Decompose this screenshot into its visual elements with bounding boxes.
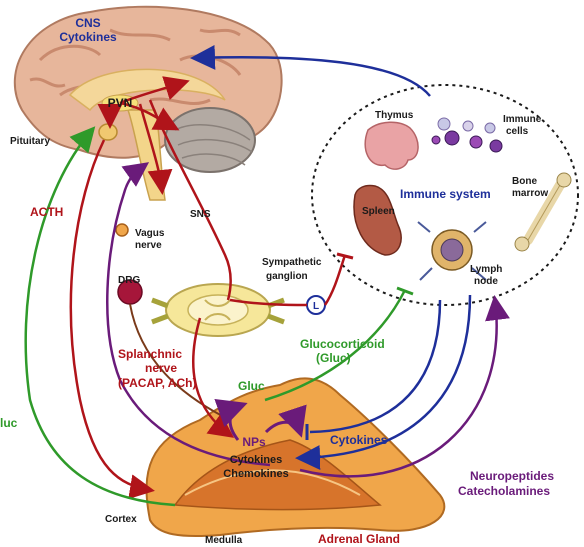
- sympathetic-label-1: Sympathetic: [262, 257, 322, 268]
- pvn-arrow-1: [119, 76, 190, 105]
- adrenal-gland: [145, 377, 446, 538]
- acth-label: ACTH: [30, 205, 63, 219]
- splanchnic-label-1: Splanchnic: [118, 347, 182, 361]
- cns-cytokines-label: Cytokines: [59, 30, 117, 44]
- cns-label: CNS: [75, 16, 100, 30]
- lymph-node-label-2: node: [474, 276, 498, 287]
- gluc-left-label: luc: [0, 416, 18, 430]
- splanchnic-label-2: nerve: [145, 361, 177, 375]
- bone-marrow-label-1: Bone: [512, 176, 537, 187]
- nps-label: NPs: [242, 435, 266, 449]
- nps-arrow-1: [214, 398, 248, 441]
- spinal-cord: [151, 283, 285, 337]
- immune-cells-label-1: Immune: [503, 114, 542, 125]
- gluc-adrenal-label: Gluc: [238, 379, 265, 393]
- catecholamines-label: Catecholamines: [458, 484, 550, 498]
- pvn-label: PVN: [108, 96, 133, 110]
- sns-label: SNS: [190, 209, 211, 220]
- pvn-arrow-2: [119, 101, 180, 131]
- adrenal-cytokines-label: Cytokines: [230, 454, 283, 466]
- gluc-to-immune-arrow: [264, 289, 407, 402]
- pvn-to-pituitary-arrow: [97, 103, 123, 129]
- drg-pathway: [129, 303, 231, 421]
- neuropeptides-arrow: [299, 295, 510, 478]
- immune-cells-icon: [431, 117, 503, 153]
- ganglion-to-immune: [323, 254, 347, 306]
- nps-arrow-2: [264, 404, 307, 438]
- acth-arrow: [69, 139, 155, 500]
- spleen-label: Spleen: [362, 206, 395, 217]
- sns-to-ganglion: [229, 298, 308, 307]
- cytokines-to-brain-arrow: [190, 44, 431, 97]
- vagus-nerve-arrow: [106, 162, 271, 467]
- thymus-label: Thymus: [375, 110, 414, 121]
- glucocorticoid-label-2: (Gluc): [316, 351, 351, 365]
- lymph-node-label-1: Lymph: [470, 264, 502, 275]
- drg-label: DRG: [118, 275, 140, 286]
- adrenal-gland-label: Adrenal Gland: [318, 532, 400, 546]
- bone-marrow-label-2: marrow: [512, 188, 548, 199]
- neuropeptides-label: Neuropeptides: [470, 469, 554, 483]
- vagus-label-2: nerve: [135, 240, 162, 251]
- cytokines-to-adrenal-inhibit: [309, 299, 442, 434]
- bone-marrow-icon: [514, 172, 572, 252]
- immune-system-label: Immune system: [400, 187, 491, 201]
- brain: [13, 5, 283, 201]
- sns-pathway: [148, 99, 232, 301]
- vagus-ganglion-icon: [115, 223, 129, 237]
- sympathetic-label-2: ganglion: [266, 271, 308, 282]
- pituitary-label: Pituitary: [10, 136, 50, 147]
- thymus-organ: [364, 121, 419, 170]
- svg-text:L: L: [313, 301, 319, 312]
- cytokines-arrow-label: Cytokines: [330, 433, 388, 447]
- vagus-label-1: Vagus: [135, 228, 165, 239]
- gluc-to-brain-arrow: [24, 126, 176, 507]
- immune-cells-label-2: cells: [506, 126, 529, 137]
- lymph-node-icon: [417, 221, 487, 281]
- cortex-label: Cortex: [105, 514, 137, 525]
- pituitary-gland: [98, 123, 118, 141]
- medulla-label: Medulla: [205, 535, 243, 546]
- splanchnic-label-3: (PACAP, ACh): [118, 376, 196, 390]
- chemokines-label: Chemokines: [223, 468, 288, 480]
- cytokines-to-adrenal-arrow: [295, 294, 472, 470]
- pvn-to-sns-arrow: [138, 103, 173, 195]
- spleen-organ: [353, 184, 402, 256]
- glucocorticoid-label-1: Glucocorticoid: [300, 337, 385, 351]
